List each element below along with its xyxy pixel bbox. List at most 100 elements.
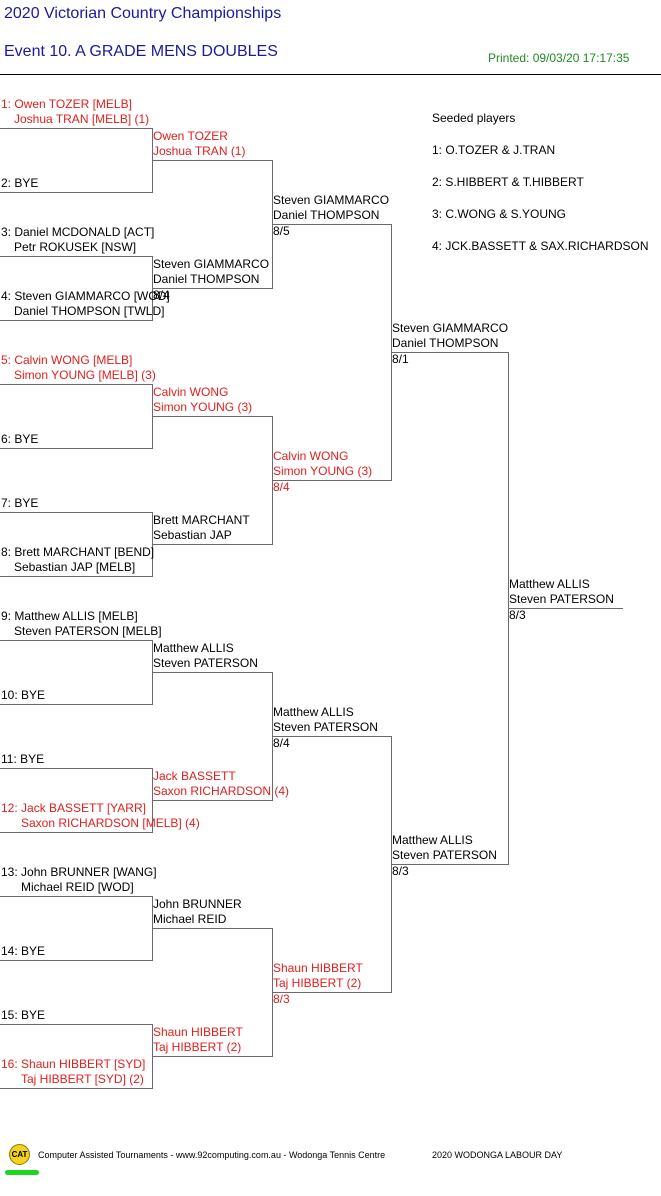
player-line-1: John BRUNNER	[153, 897, 242, 911]
bracket-line	[0, 448, 152, 449]
bracket-line	[272, 480, 391, 481]
match-score: 8/1	[392, 352, 409, 366]
bracket-line	[272, 992, 391, 993]
player-line-2: Daniel THOMPSON	[273, 208, 380, 222]
bracket-line	[152, 800, 272, 801]
player-line-1: Matthew ALLIS	[273, 705, 354, 719]
match-score: 8/3	[273, 992, 290, 1006]
player-line-2: Sebastian JAP [MELB]	[14, 560, 136, 574]
player-line-1: 12: Jack BASSETT [YARR]	[1, 801, 146, 815]
player-line-2: Sebastian JAP	[153, 528, 232, 542]
player-line-2: Michael REID	[153, 912, 227, 926]
bracket-line	[0, 832, 152, 833]
bracket-line	[0, 576, 152, 577]
player-line-2: Saxon RICHARDSON (4)	[153, 784, 290, 798]
player-line-1: Matthew ALLIS	[509, 577, 590, 591]
player-line-1: 10: BYE	[1, 688, 46, 702]
player-line-2: Simon YOUNG (3)	[273, 464, 373, 478]
bracket-line	[0, 128, 152, 129]
footer-event-name: 2020 WODONGA LABOUR DAY	[432, 1150, 563, 1160]
logo-underline	[5, 1170, 39, 1175]
player-line-1: 1: Owen TOZER [MELB]	[1, 97, 132, 111]
bracket-line	[152, 928, 272, 929]
player-line-2: Steven PATERSON	[273, 720, 378, 734]
bracket-line	[0, 384, 152, 385]
bracket-line	[0, 960, 152, 961]
bracket-line	[152, 160, 272, 161]
player-line-2: Steven PATERSON	[509, 592, 614, 606]
player-line-1: 16: Shaun HIBBERT [SYD]	[1, 1057, 146, 1071]
bracket-line	[0, 320, 152, 321]
seed-item: 1: O.TOZER & J.TRAN	[432, 143, 556, 157]
player-line-1: 7: BYE	[1, 496, 39, 510]
seed-item: 4: JCK.BASSETT & SAX.RICHARDSON	[432, 239, 649, 253]
player-line-1: 9: Matthew ALLIS [MELB]	[1, 609, 138, 623]
player-line-2: Joshua TRAN (1)	[153, 144, 246, 158]
player-line-1: Matthew ALLIS	[153, 641, 234, 655]
player-line-2: Taj HIBBERT (2)	[273, 976, 362, 990]
bracket-line	[152, 416, 272, 417]
bracket-line	[0, 512, 152, 513]
player-line-1: 3: Daniel MCDONALD [ACT]	[1, 225, 155, 239]
player-line-1: Shaun HIBBERT	[273, 961, 363, 975]
player-line-2: Taj HIBBERT (2)	[153, 1040, 242, 1054]
player-line-1: Steven GIAMMARCO	[392, 321, 509, 335]
bracket-line	[0, 1024, 152, 1025]
bracket-line	[152, 672, 272, 673]
header-divider	[0, 74, 661, 75]
player-line-2: Simon YOUNG [MELB] (3)	[14, 368, 156, 382]
player-line-2: Simon YOUNG (3)	[153, 400, 253, 414]
bracket-line	[272, 224, 391, 225]
bracket-line	[0, 192, 152, 193]
bracket-line	[391, 864, 508, 865]
printed-timestamp: Printed: 09/03/20 17:17:35	[488, 51, 630, 65]
player-line-2: Taj HIBBERT [SYD] (2)	[21, 1072, 144, 1086]
match-score: 8/5	[273, 224, 290, 238]
bracket-line	[152, 288, 272, 289]
player-line-1: 6: BYE	[1, 432, 39, 446]
cat-logo-icon: CAT	[9, 1144, 30, 1165]
bracket-line	[272, 736, 391, 737]
bracket-line	[152, 544, 272, 545]
seed-item: 3: C.WONG & S.YOUNG	[432, 207, 567, 221]
player-line-2: Joshua TRAN [MELB] (1)	[14, 112, 150, 126]
player-line-2: Daniel THOMPSON [TWLD]	[14, 304, 165, 318]
player-line-2: Steven PATERSON	[392, 848, 497, 862]
bracket-line	[0, 704, 152, 705]
player-line-1: 4: Steven GIAMMARCO [WOD]	[1, 289, 170, 303]
player-line-2: Steven PATERSON	[153, 656, 258, 670]
seeded-heading: Seeded players	[432, 111, 516, 125]
bracket-line	[152, 1056, 272, 1057]
player-line-1: Steven GIAMMARCO	[273, 193, 390, 207]
match-score: 8/3	[392, 864, 409, 878]
seed-item: 2: S.HIBBERT & T.HIBBERT	[432, 175, 584, 189]
match-score: 8/3	[509, 608, 526, 622]
player-line-1: Owen TOZER	[153, 129, 228, 143]
event-title: Event 10. A GRADE MENS DOUBLES	[4, 43, 278, 60]
player-line-1: Steven GIAMMARCO	[153, 257, 270, 271]
bracket-line	[391, 352, 508, 353]
bracket-line	[0, 640, 152, 641]
player-line-1: Calvin WONG	[153, 385, 229, 399]
page-title: 2020 Victorian Country Championships	[4, 5, 282, 22]
player-line-1: Brett MARCHANT	[153, 513, 250, 527]
player-line-1: 2: BYE	[1, 176, 39, 190]
player-line-1: Jack BASSETT	[153, 769, 236, 783]
player-line-1: 8: Brett MARCHANT [BEND]	[1, 545, 155, 559]
player-line-2: Steven PATERSON [MELB]	[14, 624, 162, 638]
bracket-line	[0, 896, 152, 897]
footer-credit: Computer Assisted Tournaments - www.92co…	[38, 1150, 386, 1160]
bracket-line	[0, 256, 152, 257]
player-line-2: Michael REID [WOD]	[21, 880, 134, 894]
bracket-line	[508, 608, 623, 609]
player-line-1: 15: BYE	[1, 1008, 46, 1022]
player-line-1: Matthew ALLIS	[392, 833, 473, 847]
player-line-1: 5: Calvin WONG [MELB]	[1, 353, 133, 367]
player-line-2: Petr ROKUSEK [NSW]	[14, 240, 137, 254]
player-line-1: Shaun HIBBERT	[153, 1025, 243, 1039]
match-score: 8/4	[273, 736, 290, 750]
player-line-2: Daniel THOMPSON	[153, 272, 260, 286]
player-line-1: 13: John BRUNNER [WANG]	[1, 865, 157, 879]
player-line-1: 11: BYE	[1, 752, 45, 766]
player-line-1: 14: BYE	[1, 944, 46, 958]
